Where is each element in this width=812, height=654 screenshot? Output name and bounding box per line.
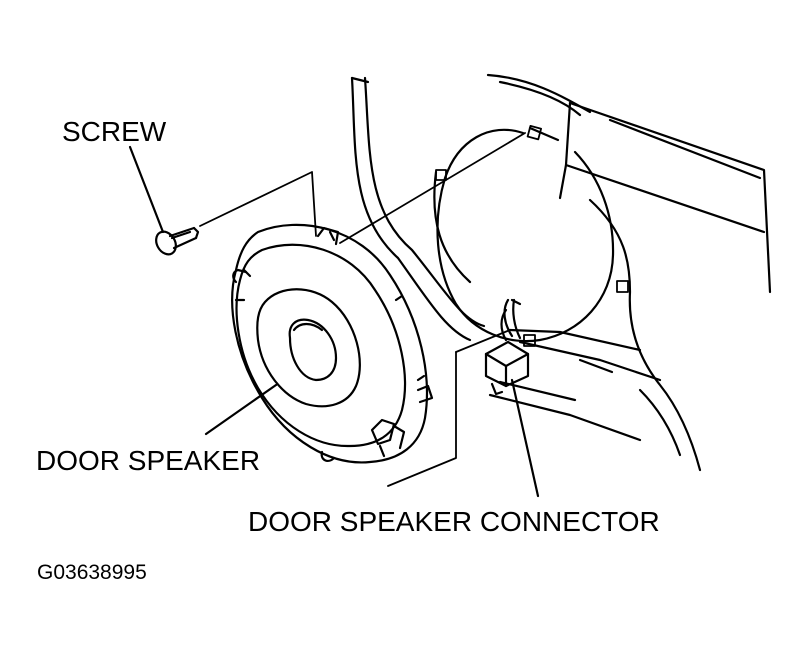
panel-screw-holes [435, 124, 629, 347]
connector-guide-lines [387, 329, 511, 487]
screw [155, 226, 200, 256]
connector-leader-line [510, 378, 540, 498]
speaker-mounting-hole [436, 128, 615, 343]
install-guide-lines [199, 132, 526, 244]
figure-code: G03638995 [37, 561, 147, 584]
door-trim-box [558, 101, 772, 294]
door-speaker [231, 223, 434, 464]
door-speaker-label: DOOR SPEAKER [36, 445, 261, 476]
door-speaker-connector [484, 298, 530, 396]
door-speaker-connector-label: DOOR SPEAKER CONNECTOR [248, 506, 660, 537]
door-speaker-leader-line [204, 383, 278, 436]
screw-label: SCREW [62, 116, 167, 147]
screw-leader-line [128, 145, 165, 234]
